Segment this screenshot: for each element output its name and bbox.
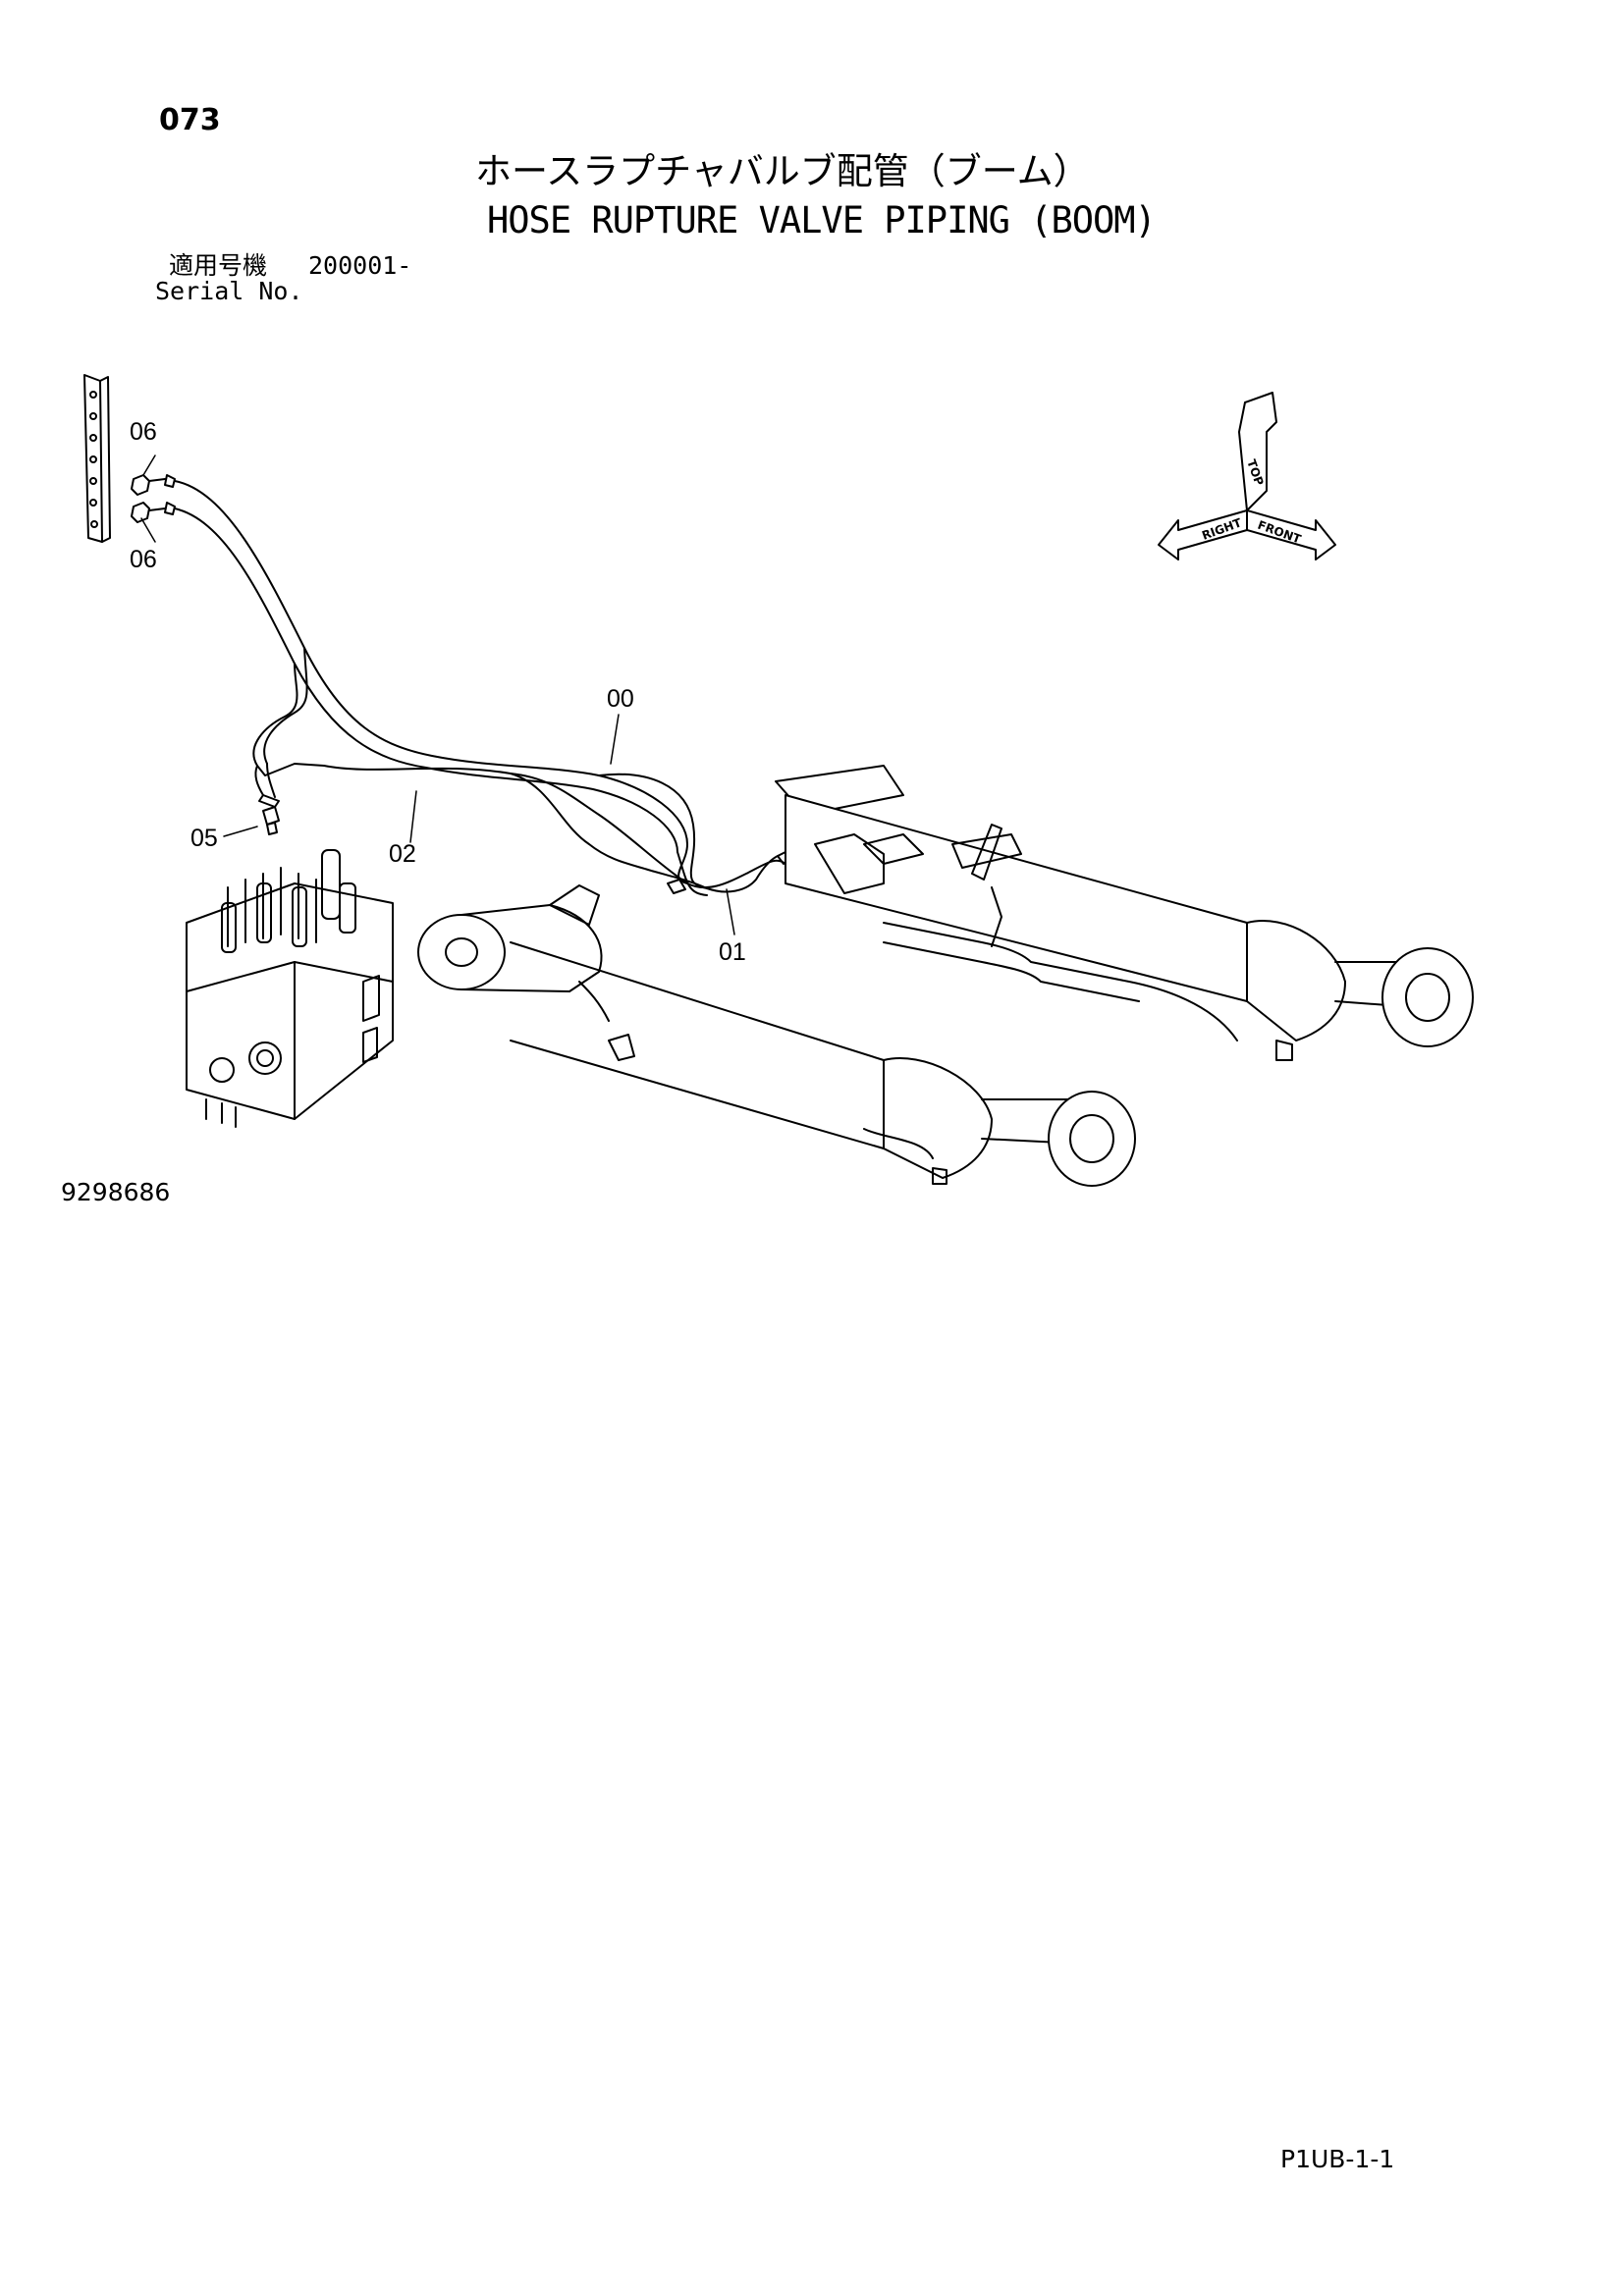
callout-01: 01 <box>719 938 746 966</box>
serial-label-japanese: 適用号機 <box>169 251 268 280</box>
callout-05: 05 <box>190 825 218 852</box>
hose-bundle <box>174 480 792 896</box>
leader-lines <box>140 454 735 935</box>
serial-label-english: Serial No. <box>155 277 303 305</box>
callout-00: 00 <box>607 685 634 713</box>
callout-02: 02 <box>389 840 416 868</box>
page-number: 073 <box>159 103 221 137</box>
title-english: HOSE RUPTURE VALVE PIPING (BOOM) <box>487 199 1157 241</box>
serial-value: 200001- <box>308 251 412 280</box>
drawing-number: 9298686 <box>61 1178 171 1206</box>
mounting-bracket <box>83 374 176 543</box>
orientation-indicator: TOP RIGHT FRONT <box>1158 392 1336 561</box>
callout-06-top: 06 <box>130 418 157 446</box>
page-code: P1UB-1-1 <box>1280 2145 1395 2173</box>
boom-cylinder-left <box>417 884 1136 1187</box>
boom-cylinder-right <box>775 765 1474 1061</box>
callout-06-bottom: 06 <box>130 546 157 573</box>
control-valve <box>186 849 394 1128</box>
title-japanese: ホースラプチャバルブ配管（ブーム） <box>475 150 1090 192</box>
fitting-05 <box>262 806 280 835</box>
